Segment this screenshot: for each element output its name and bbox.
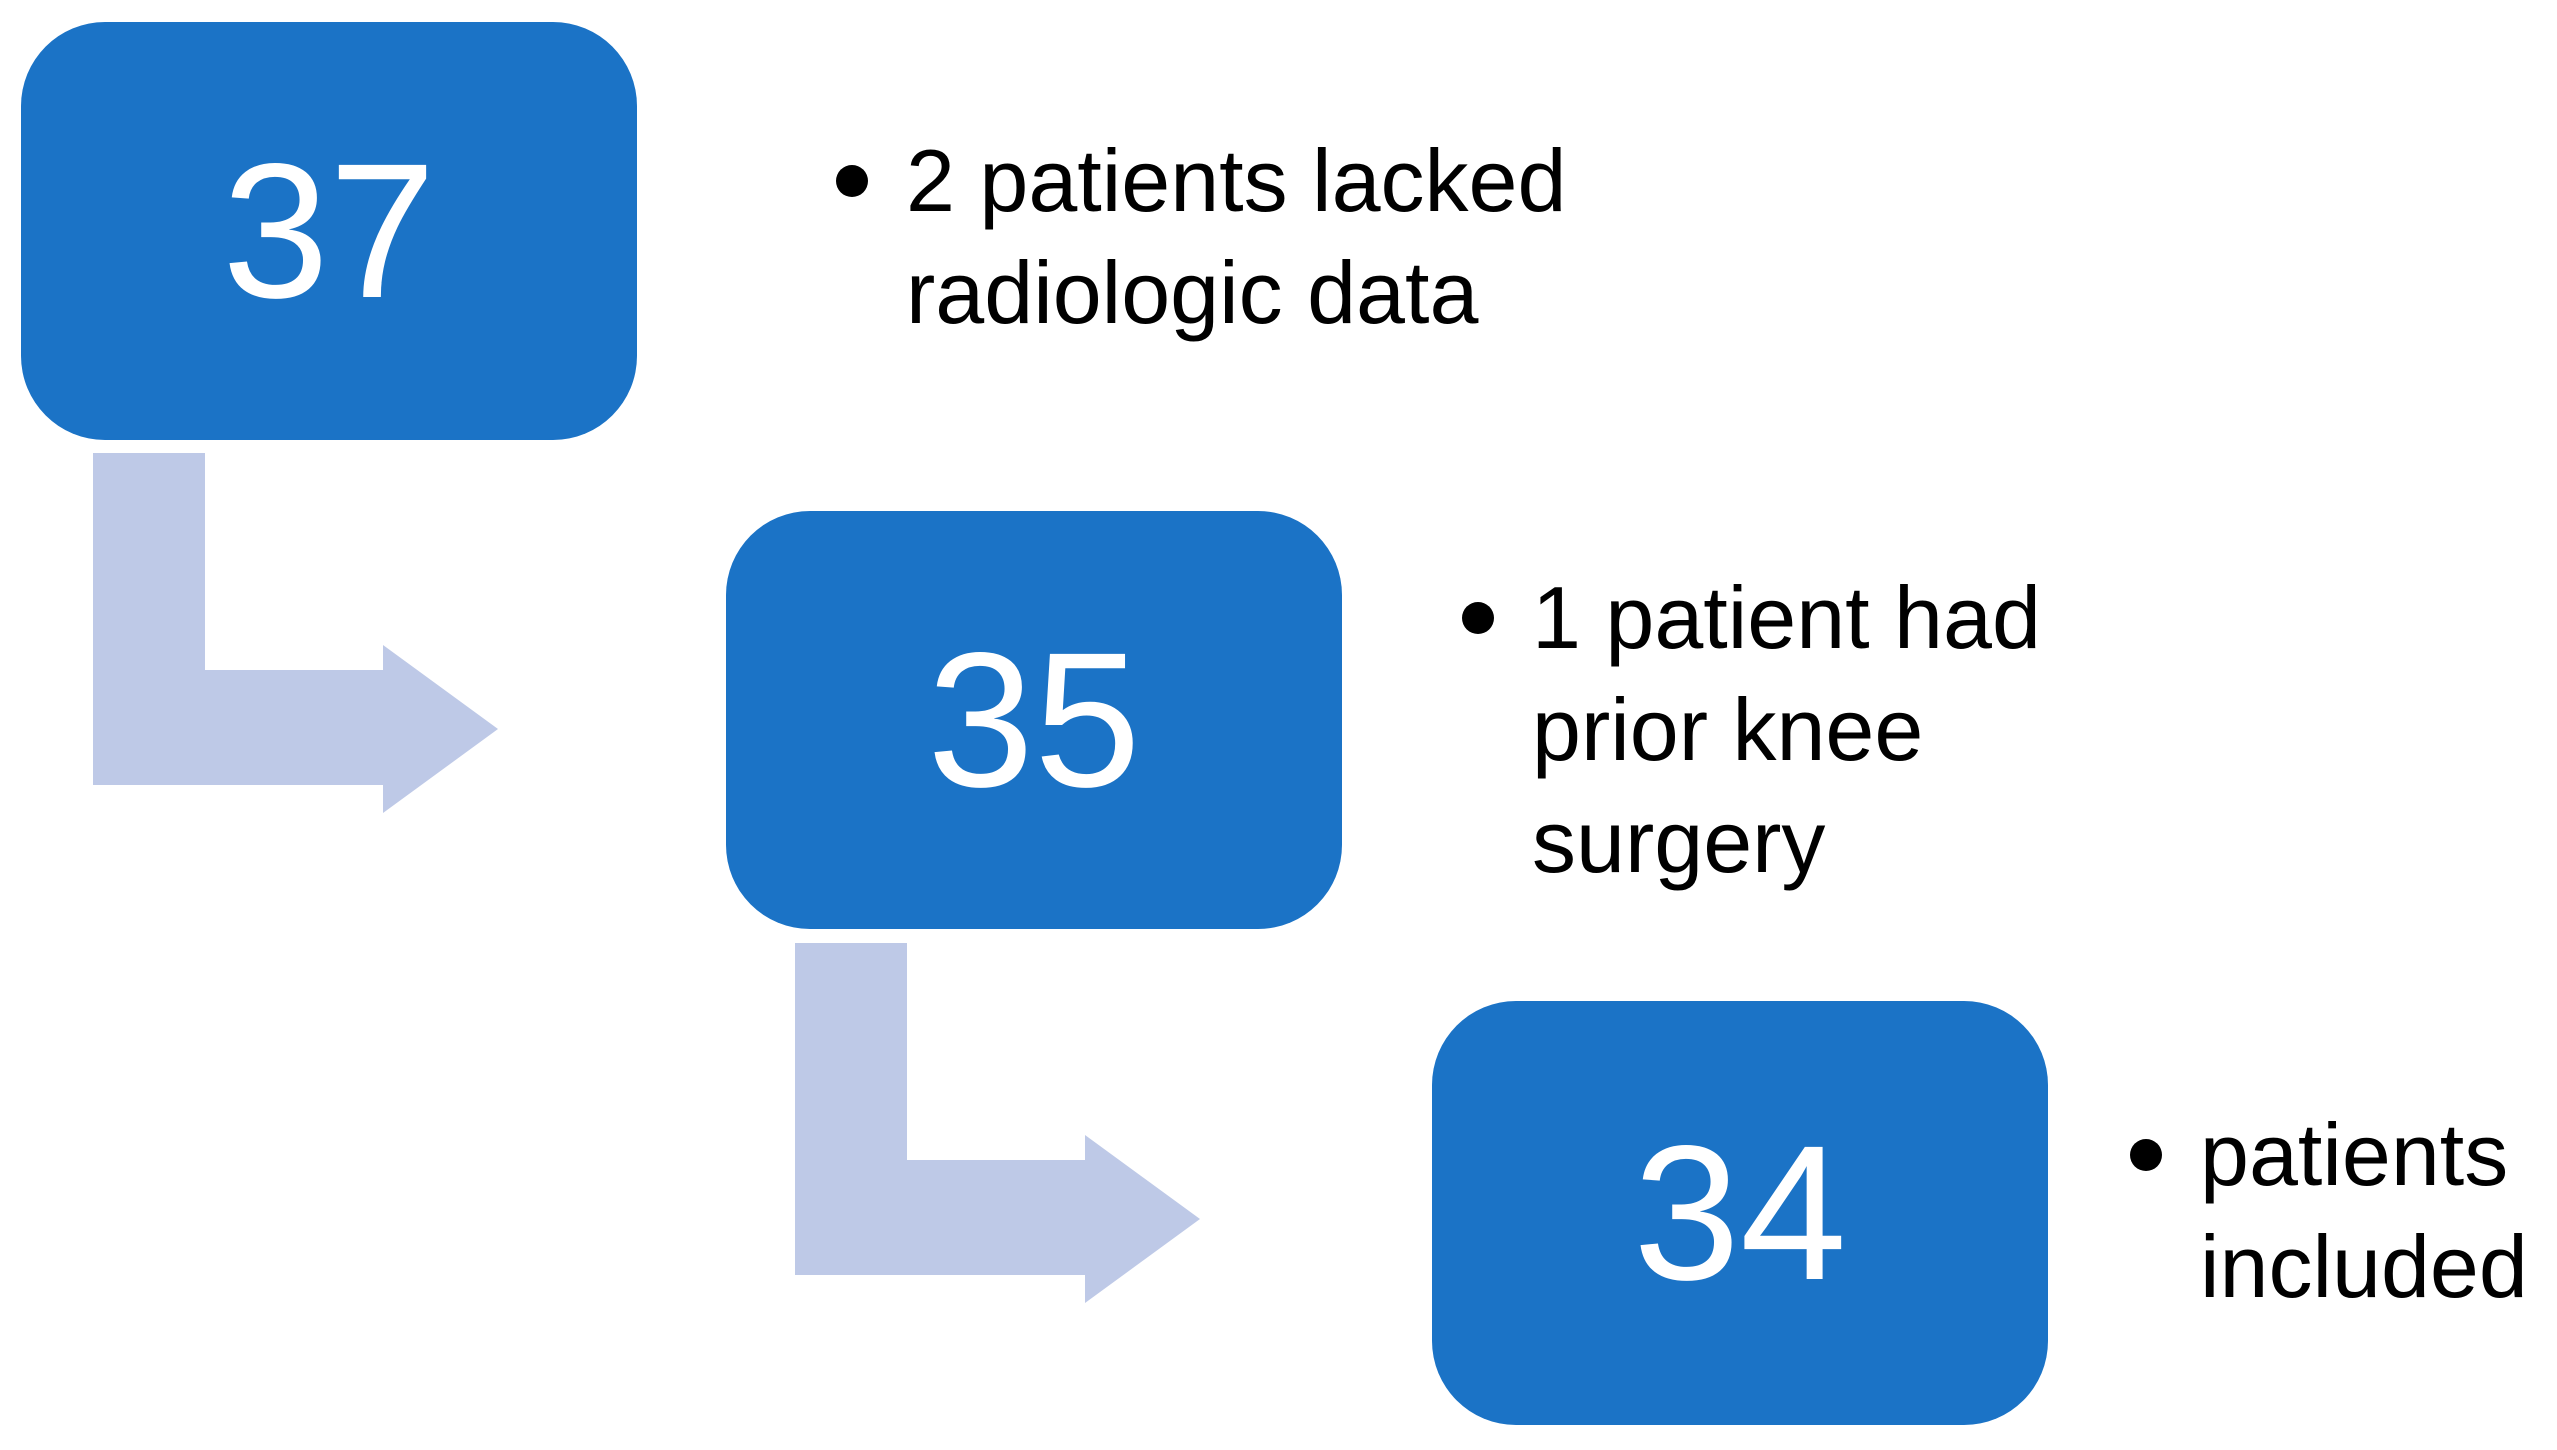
note-line: prior knee [1532,680,1924,779]
note-line: included [2200,1217,2528,1316]
bullet-icon [2130,1139,2162,1171]
step-1-note: 2 patients lacked radiologic data [836,125,1566,349]
step-1-note-lines: 2 patients lacked radiologic data [906,125,1566,349]
note-line: 1 patient had [1532,568,2041,667]
bullet-icon [1462,602,1494,634]
step-2-note-lines: 1 patient had prior knee surgery [1532,562,2041,898]
step-box-3: 34 [1432,1001,2048,1425]
bullet-icon [836,165,868,197]
step-3-note: patients included [2130,1099,2528,1323]
step-3-note-lines: patients included [2200,1099,2528,1323]
note-line: radiologic data [906,243,1479,342]
step-3-value: 34 [1633,1105,1847,1320]
elbow-arrow-1 [93,453,498,813]
step-2-note: 1 patient had prior knee surgery [1462,562,2041,898]
note-line: 2 patients lacked [906,131,1567,230]
elbow-arrow-2 [795,943,1200,1303]
step-box-2: 35 [726,511,1342,929]
step-1-value: 37 [222,123,436,338]
step-box-1: 37 [21,22,637,440]
step-2-value: 35 [927,612,1141,827]
note-line: surgery [1532,792,1826,891]
note-line: patients [2200,1105,2509,1204]
